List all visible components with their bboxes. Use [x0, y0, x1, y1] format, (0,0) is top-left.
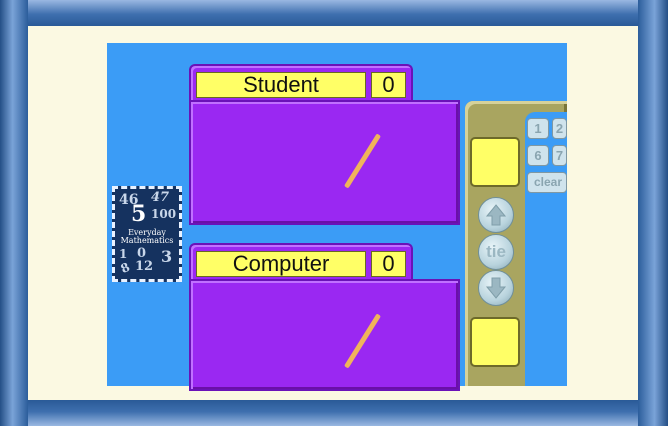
clear-button[interactable]: clear	[527, 172, 567, 193]
key-7-button[interactable]: 7	[552, 145, 567, 166]
up-arrow-icon	[485, 204, 507, 226]
computer-card-area[interactable]	[189, 279, 460, 391]
frame-top	[0, 0, 668, 26]
logo-word-mathematics: Mathematics	[120, 236, 174, 245]
student-answer-slot[interactable]	[470, 137, 520, 187]
down-arrow-icon	[485, 277, 507, 299]
logo-word-everyday: Everyday	[128, 228, 166, 237]
less-than-button[interactable]	[478, 270, 514, 306]
frame-bottom	[0, 400, 668, 426]
everyday-mathematics-logo: 46 47 5 100 Everyday Mathematics 1 0 3 8…	[112, 186, 182, 282]
key-1-button[interactable]: 1	[527, 118, 549, 139]
key-6-button[interactable]: 6	[527, 145, 549, 166]
greater-than-button[interactable]	[478, 197, 514, 233]
student-score: 0	[371, 72, 406, 98]
computer-name-label: Computer	[196, 251, 366, 277]
student-card-slash	[343, 133, 382, 189]
frame-right	[638, 0, 668, 426]
tie-button[interactable]: tie	[478, 234, 514, 270]
student-card-area[interactable]	[189, 100, 460, 225]
key-2-button[interactable]: 2	[552, 118, 567, 139]
student-name-label: Student	[196, 72, 366, 98]
computer-score: 0	[371, 251, 406, 277]
frame-left	[0, 0, 28, 426]
computer-answer-slot[interactable]	[470, 317, 520, 367]
computer-card-slash	[343, 313, 382, 369]
